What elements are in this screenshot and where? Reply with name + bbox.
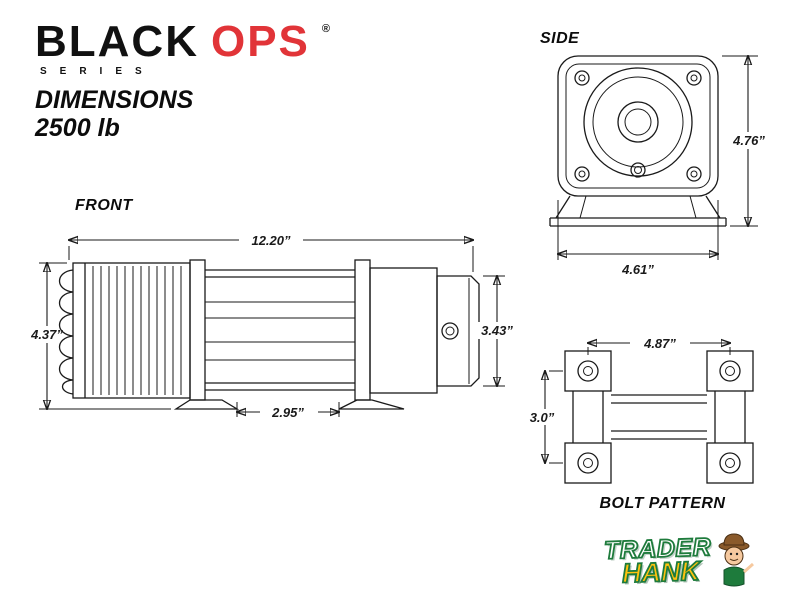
registered-mark: ®	[321, 23, 331, 35]
front-width-extension-lines	[68, 246, 474, 272]
brand-ops: OPS	[210, 17, 310, 66]
watermark-hank: HANK	[621, 554, 702, 589]
bolt-pattern-drawing: 4.87” 3.0”	[521, 335, 754, 484]
winch-end-housing	[436, 275, 480, 387]
front-view-label: FRONT	[75, 197, 133, 214]
side-motor-plate	[557, 55, 719, 197]
side-view-label: SIDE	[540, 30, 580, 47]
bolt-dim-width: 4.87”	[643, 336, 676, 351]
side-dim-height: 4.76”	[732, 133, 765, 148]
bolt-dim-height: 3.0”	[530, 410, 555, 425]
bolt-pattern-label: BOLT PATTERN	[599, 495, 726, 512]
traderhank-logo: TRADER HANK	[603, 532, 757, 590]
brand-series: SERIES	[40, 66, 155, 77]
hank-character-icon	[718, 533, 755, 587]
front-dim-drum-height: 3.43”	[481, 323, 513, 338]
bolt-frame	[564, 350, 754, 484]
brand-logo: BLACK OPS ®	[35, 20, 330, 64]
bolt-height-extension-lines	[549, 370, 563, 464]
side-mounting-base	[549, 195, 727, 227]
front-dim-width: 12.20”	[251, 233, 291, 248]
side-view-drawing: 4.76” 4.61”	[549, 48, 774, 277]
front-dim-height: 4.37”	[30, 327, 63, 342]
brand-black: BLACK	[35, 17, 199, 66]
page-title: DIMENSIONS 2500 lb	[35, 86, 193, 142]
winch-motor	[58, 262, 191, 399]
title-dimensions: DIMENSIONS	[35, 86, 194, 114]
winch-drum	[189, 259, 438, 401]
front-view-drawing: 12.20” 4.37”	[25, 231, 522, 420]
side-dim-width: 4.61”	[621, 262, 654, 277]
front-dim-mount-width: 2.95”	[271, 405, 304, 420]
bolt-holes	[577, 360, 741, 474]
traderhank-text: TRADER HANK	[603, 532, 713, 589]
title-capacity: 2500 lb	[35, 114, 120, 142]
